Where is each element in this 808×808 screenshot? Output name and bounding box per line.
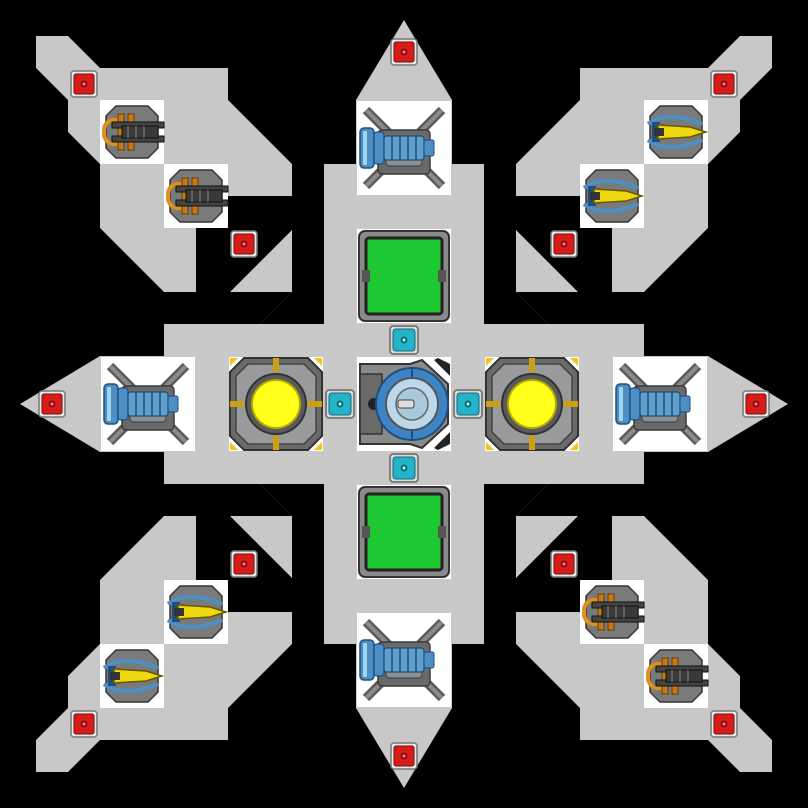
connector-top[interactable] (389, 325, 419, 355)
shield-bottom[interactable] (355, 483, 453, 581)
armor-node-sw-outer[interactable] (70, 710, 98, 738)
shield-top[interactable] (355, 227, 453, 325)
missile-launcher-sw-1[interactable] (162, 578, 230, 646)
armor-node-se-outer[interactable] (710, 710, 738, 738)
autocannon-se-2[interactable] (642, 642, 710, 710)
armor-node-ne-inner[interactable] (550, 230, 578, 258)
reactor-right[interactable] (484, 356, 580, 452)
armor-node-nw-outer[interactable] (70, 70, 98, 98)
armor-node-ne-outer[interactable] (710, 70, 738, 98)
command-core[interactable] (356, 356, 452, 452)
thruster-bottom[interactable] (357, 613, 451, 707)
missile-launcher-sw-2[interactable] (98, 642, 166, 710)
armor-node-top[interactable] (390, 38, 418, 66)
thruster-top[interactable] (357, 101, 451, 195)
missile-launcher-ne-2[interactable] (578, 162, 646, 230)
thruster-left[interactable] (101, 357, 195, 451)
armor-node-sw-inner[interactable] (230, 550, 258, 578)
armor-node-left[interactable] (38, 390, 66, 418)
armor-node-nw-inner[interactable] (230, 230, 258, 258)
autocannon-nw-2[interactable] (162, 162, 230, 230)
armor-node-bottom[interactable] (390, 742, 418, 770)
autocannon-se-1[interactable] (578, 578, 646, 646)
missile-launcher-ne-1[interactable] (642, 98, 710, 166)
autocannon-nw-1[interactable] (98, 98, 166, 166)
armor-node-se-inner[interactable] (550, 550, 578, 578)
connector-right[interactable] (453, 389, 483, 419)
armor-node-right[interactable] (742, 390, 770, 418)
reactor-left[interactable] (228, 356, 324, 452)
connector-bottom[interactable] (389, 453, 419, 483)
thruster-right[interactable] (613, 357, 707, 451)
connector-left[interactable] (325, 389, 355, 419)
